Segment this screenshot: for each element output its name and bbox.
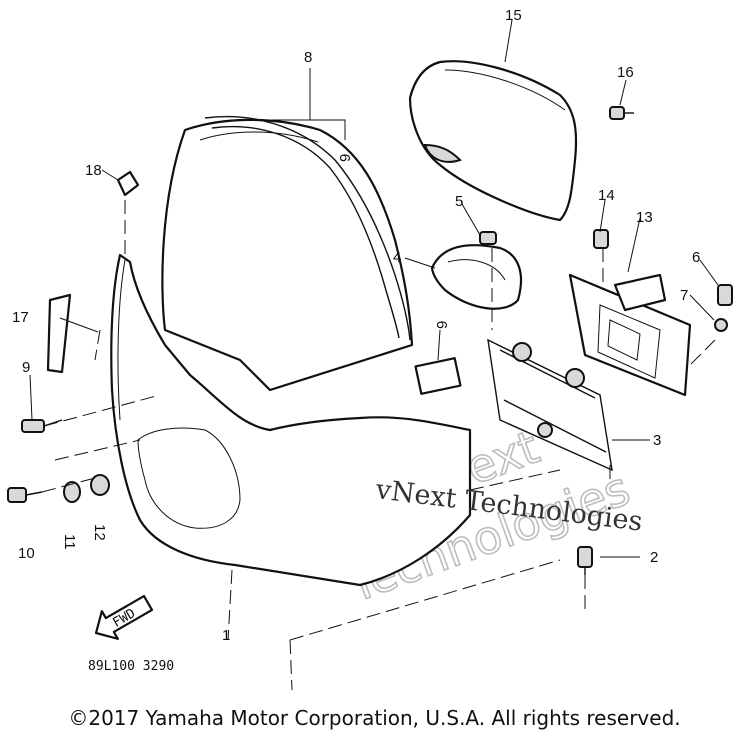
drawing-code: 89L100 3290 [88,659,174,674]
callout-16: 16 [617,64,634,81]
copyright-notice: ©2017 Yamaha Motor Corporation, U.S.A. A… [68,706,681,730]
callout-2: 2 [650,549,658,566]
callout-9-label: 9 [434,321,451,329]
callout-6: 6 [692,249,700,266]
callout-3: 3 [653,432,661,449]
stay-frame [487,338,613,472]
callouts: 8 9 15 16 18 5 14 13 4 6 7 17 9 9 3 2 10… [12,7,700,644]
callout-4: 4 [393,249,401,266]
windshield [161,118,414,392]
headlight-cover [408,60,578,222]
bracket-4 [430,244,522,310]
callout-9-seal: 9 [337,154,354,162]
callout-13: 13 [636,209,653,226]
fairing-cowl [110,253,472,587]
windshield-seal [204,115,411,341]
leader-lines [29,19,719,691]
callout-8: 8 [304,49,312,66]
callout-9-bolt: 9 [22,359,30,376]
callout-11: 11 [61,534,78,550]
bracket-13 [568,273,692,397]
callout-18: 18 [85,162,102,179]
callout-14: 14 [598,187,615,204]
callout-12: 12 [91,524,108,541]
callout-7: 7 [680,287,688,304]
small-parts [7,106,733,575]
callout-15: 15 [505,7,522,24]
callout-10: 10 [18,545,35,562]
callout-17: 17 [12,309,29,326]
callout-1: 1 [222,627,230,644]
callout-5: 5 [455,193,463,210]
fwd-arrow: FWD [94,594,154,640]
